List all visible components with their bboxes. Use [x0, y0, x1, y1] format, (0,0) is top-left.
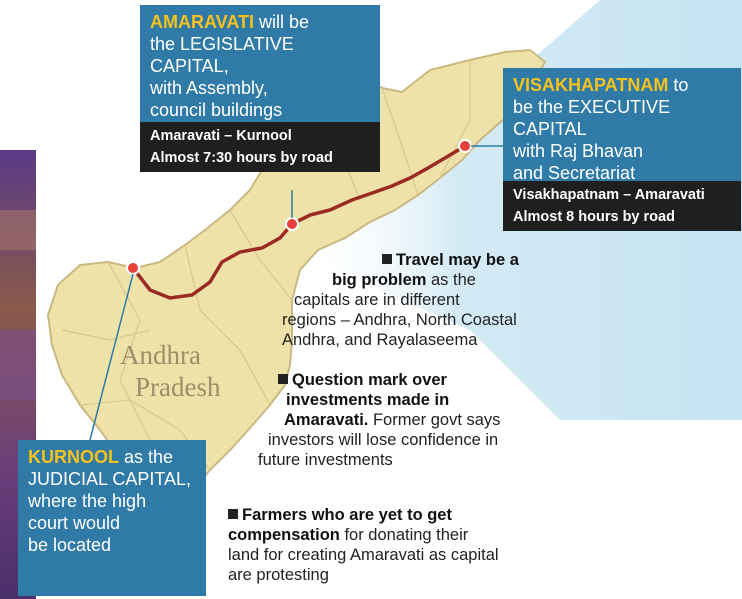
amaravati-callout: AMARAVATI will be the LEGISLATIVE CAPITA… — [140, 5, 380, 127]
kurnool-marker — [126, 261, 140, 275]
kurnool-highlight: KURNOOL — [28, 447, 119, 467]
note-farmers: Farmers who are yet to get compensation … — [228, 506, 499, 584]
bullet-square-icon — [228, 509, 238, 519]
amaravati-marker — [285, 217, 299, 231]
state-label-andhra: Andhra — [120, 340, 201, 370]
state-label-pradesh: Pradesh — [135, 372, 221, 402]
visakhapatnam-callout: VISAKHAPATNAM to be the EXECUTIVE CAPITA… — [503, 68, 741, 190]
visakhapatnam-marker — [458, 139, 472, 153]
amaravati-highlight: AMARAVATI — [150, 12, 254, 32]
visakhapatnam-travel-time: Visakhapatnam – Amaravati Almost 8 hours… — [503, 181, 741, 231]
kurnool-callout: KURNOOL as the JUDICIAL CAPITAL, where t… — [18, 440, 206, 596]
district-lines — [61, 60, 471, 471]
note-investments: Question mark over investments made in A… — [258, 371, 501, 469]
visakhapatnam-highlight: VISAKHAPATNAM — [513, 75, 669, 95]
amaravati-travel-time: Amaravati – Kurnool Almost 7:30 hours by… — [140, 122, 380, 172]
bullet-square-icon — [382, 254, 392, 264]
bullet-square-icon — [278, 374, 288, 384]
note-travel-problem: Travel may be a big problem as the capit… — [282, 251, 519, 349]
